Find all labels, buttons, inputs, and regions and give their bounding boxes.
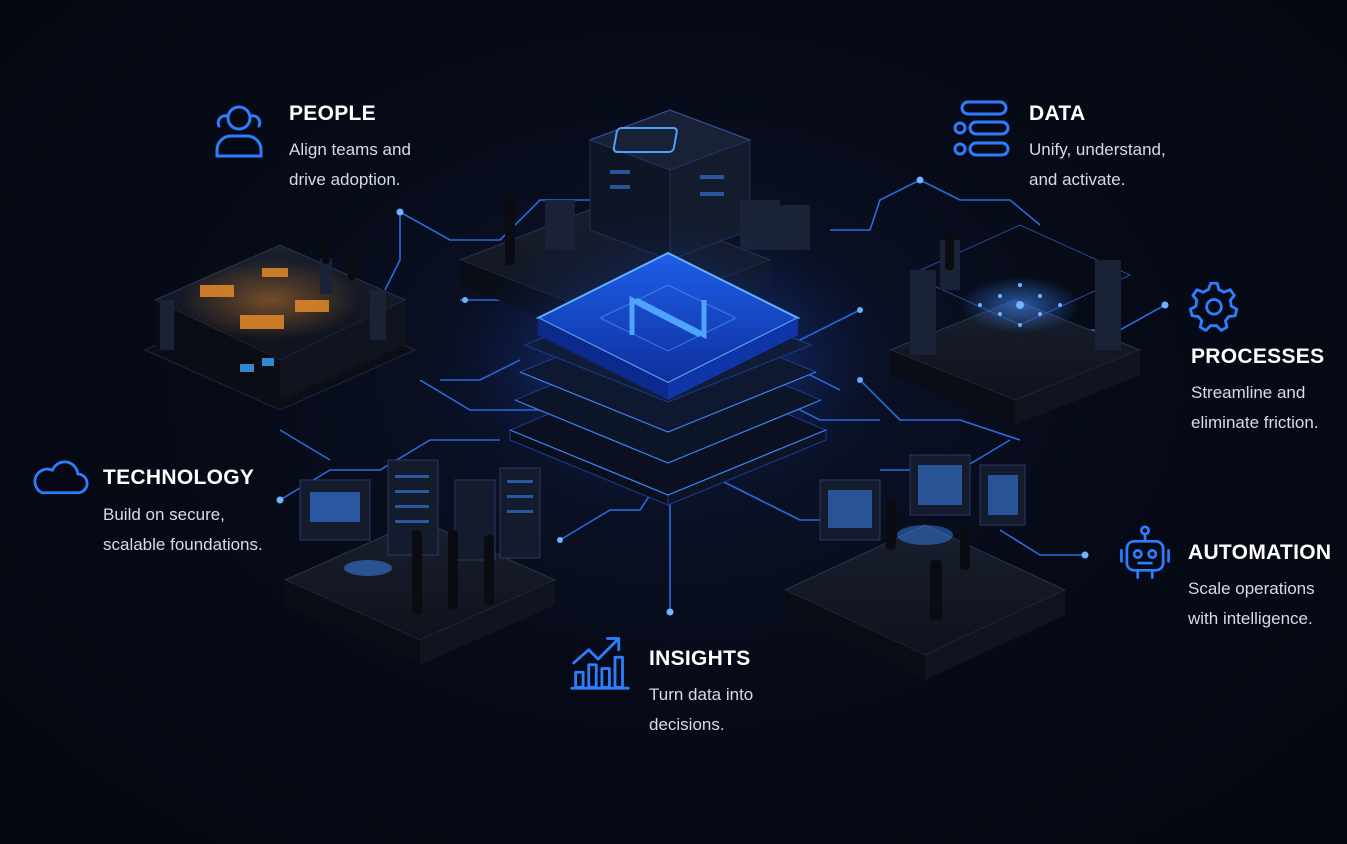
- pillar-automation-desc-line-2: with intelligence.: [1188, 609, 1313, 628]
- pillar-processes-desc-line-1: Streamline and: [1191, 383, 1306, 402]
- robot-icon: [1120, 525, 1170, 579]
- core-logo-icon: [629, 295, 707, 340]
- chart-growth-icon: [570, 637, 630, 690]
- pillar-data-desc-line-2: and activate.: [1029, 170, 1126, 189]
- pillar-people-desc-line-2: drive adoption.: [289, 170, 401, 189]
- pillar-processes-desc-line-2: eliminate friction.: [1191, 413, 1319, 432]
- pillar-insights-title: INSIGHTS: [649, 647, 751, 670]
- core-hub: [438, 210, 898, 510]
- pillar-people-description: Align teams and drive adoption.: [289, 135, 489, 195]
- data-stack-icon: [953, 100, 1010, 157]
- circuit-nodes: [276, 176, 1169, 616]
- pillar-insights-desc-line-1: Turn data into: [649, 685, 754, 704]
- pillar-technology-desc-line-2: scalable foundations.: [103, 535, 263, 554]
- gear-icon: [1189, 281, 1239, 332]
- platform-people: [143, 238, 417, 411]
- pillar-technology-title: TECHNOLOGY: [103, 466, 255, 489]
- pillar-data-desc-line-1: Unify, understand,: [1029, 140, 1166, 159]
- platform-technology: [283, 459, 557, 665]
- pillar-technology-desc-line-1: Build on secure,: [103, 505, 225, 524]
- pillar-technology-description: Build on secure, scalable foundations.: [103, 500, 303, 560]
- pillar-people-desc-line-1: Align teams and: [289, 140, 411, 159]
- platform-automation: [783, 454, 1067, 680]
- cloud-icon: [33, 460, 89, 495]
- people-icon: [215, 105, 263, 158]
- pillar-processes-title: PROCESSES: [1191, 345, 1325, 368]
- pillar-insights-desc-line-2: decisions.: [649, 715, 725, 734]
- pillar-processes-description: Streamline and eliminate friction.: [1191, 378, 1347, 438]
- pillar-insights-description: Turn data into decisions.: [649, 680, 849, 740]
- pillar-data-title: DATA: [1029, 102, 1086, 125]
- pillar-data-description: Unify, understand, and activate.: [1029, 135, 1229, 195]
- pillar-automation-title: AUTOMATION: [1188, 541, 1332, 564]
- pillar-people-title: PEOPLE: [289, 102, 376, 125]
- pillar-automation-desc-line-1: Scale operations: [1188, 579, 1315, 598]
- platform-data: [888, 224, 1142, 425]
- pillar-automation-description: Scale operations with intelligence.: [1188, 574, 1347, 634]
